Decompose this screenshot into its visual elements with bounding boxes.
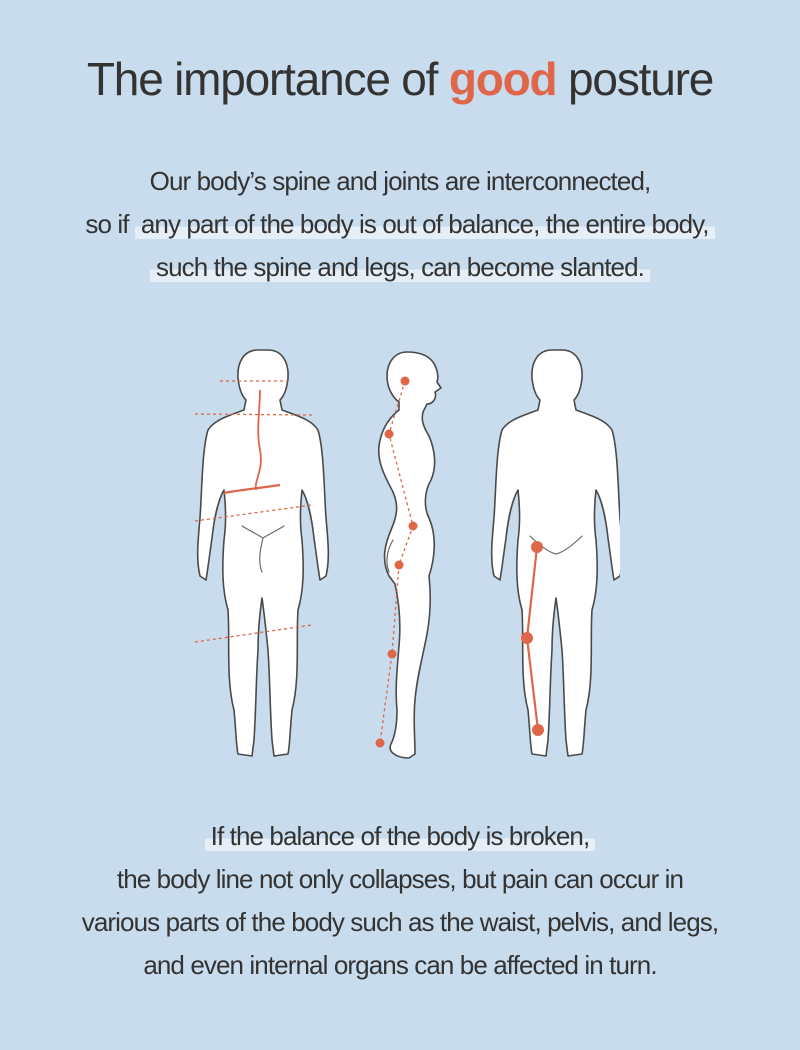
intro-line-1: Our body’s spine and joints are intercon… bbox=[149, 166, 652, 196]
front-view-figure-icon bbox=[490, 349, 620, 757]
intro-line-3-highlight: such the spine and legs, can become slan… bbox=[150, 252, 650, 282]
intro-line-2-prefix: so if bbox=[85, 209, 129, 239]
outro-line-3: various parts of the body such as the wa… bbox=[81, 907, 719, 937]
intro-line-3: such the spine and legs, can become slan… bbox=[0, 246, 800, 289]
title-text-after: posture bbox=[568, 53, 714, 105]
outro-paragraph: If the balance of the body is broken, th… bbox=[0, 815, 800, 987]
outro-line-2: the body line not only collapses, but pa… bbox=[116, 864, 684, 894]
intro-line-2: so if any part of the body is out of bal… bbox=[0, 203, 800, 246]
side-view-figure-icon bbox=[375, 351, 442, 759]
posture-illustration bbox=[194, 349, 620, 759]
outro-line-4: and even internal organs can be affected… bbox=[143, 950, 657, 980]
page-title: The importance of good posture bbox=[0, 52, 800, 106]
title-text-before: The importance of bbox=[86, 53, 439, 105]
intro-paragraph: Our body’s spine and joints are intercon… bbox=[0, 160, 800, 289]
title-accent-word: good bbox=[448, 53, 558, 105]
outro-line-1-highlight: If the balance of the body is broken, bbox=[204, 821, 596, 851]
outro-line-1: If the balance of the body is broken, bbox=[0, 815, 800, 858]
back-view-figure-icon bbox=[194, 349, 330, 757]
intro-line-2-highlight: any part of the body is out of balance, … bbox=[134, 209, 715, 239]
